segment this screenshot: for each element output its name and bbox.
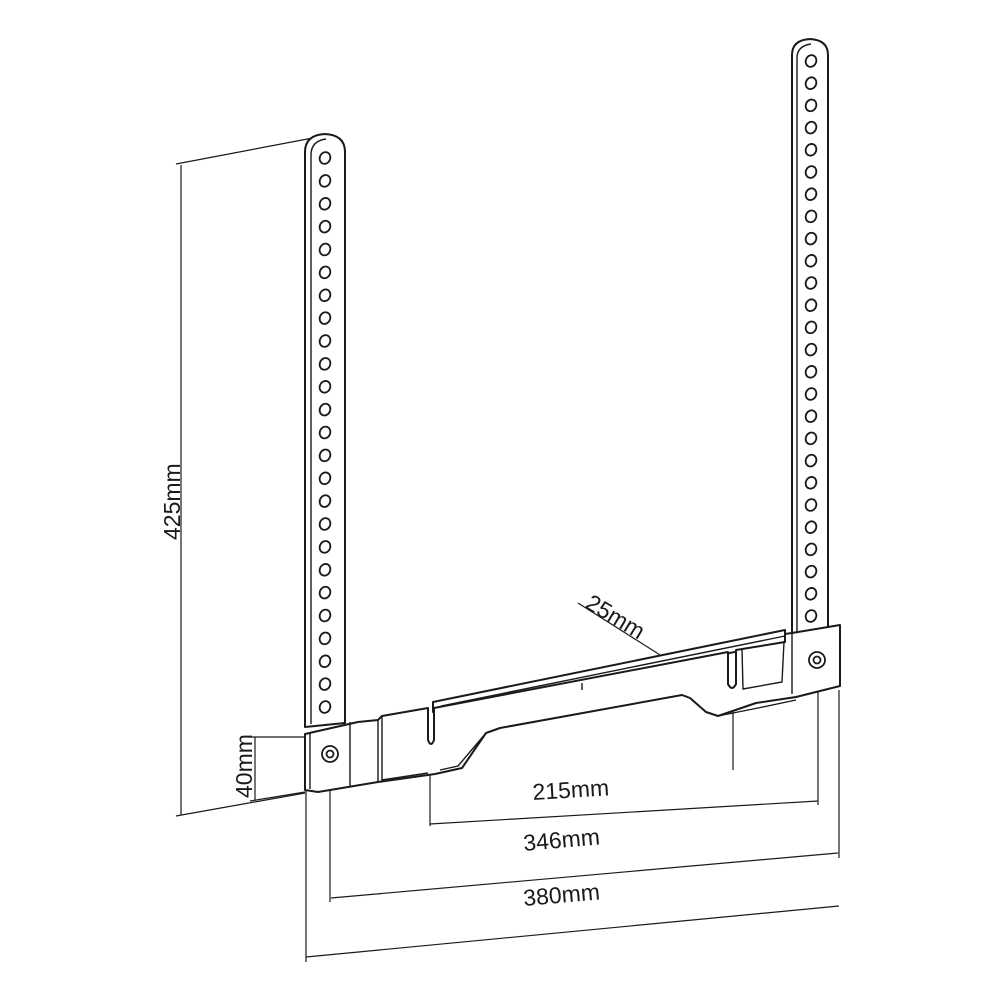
right-arm-hole-13 (804, 320, 818, 335)
dimension-lines (175, 136, 840, 962)
left-arm-hole-18 (318, 540, 332, 554)
depth-label: 25mm (581, 589, 649, 644)
right-arm-hole-19 (804, 453, 818, 468)
right-arm-hole-3 (804, 98, 818, 113)
left-arm-hole-9 (318, 334, 332, 348)
right-arm-hole-6 (804, 165, 818, 179)
left-arm-hole-3 (318, 197, 332, 211)
height-label: 425mm (159, 463, 185, 540)
right-arm-hole-10 (804, 254, 818, 268)
total-width-dimension-line (305, 905, 840, 958)
right-arm-hole-25 (804, 587, 818, 601)
right-arm-hole-26 (804, 609, 818, 623)
left-arm-hole-17 (318, 517, 332, 531)
left-arm-hole-6 (318, 265, 332, 280)
horizontal-bracket-plate (304, 624, 841, 793)
inner-width-dimension-line (429, 800, 819, 825)
left-arm-hole-4 (318, 219, 332, 234)
left-vertical-arm (304, 133, 346, 728)
left-arm-hole-7 (318, 288, 332, 303)
total-width-label: 380mm (522, 878, 601, 911)
right-arm-hole-21 (804, 498, 818, 512)
hole-spacing-dimension-line (330, 852, 839, 899)
right-arm-hole-18 (804, 431, 818, 446)
left-arm-hole-24 (318, 677, 332, 691)
left-arm-hole-8 (318, 311, 332, 325)
right-arm-hole-4 (804, 120, 818, 135)
hole-spacing-label: 346mm (522, 823, 601, 856)
left-arm-hole-12 (318, 402, 332, 417)
left-arm-hole-10 (318, 357, 332, 371)
left-arm-hole-14 (318, 448, 332, 463)
left-arm-hole-15 (318, 471, 332, 486)
left-arm-hole-22 (318, 631, 332, 646)
right-vertical-arm (791, 38, 829, 641)
right-arm-hole-7 (804, 187, 818, 201)
right-arm-hole-11 (804, 276, 818, 290)
right-arm-holes (804, 54, 818, 623)
left-arm-hole-2 (318, 174, 332, 188)
left-arm-hole-20 (318, 585, 332, 600)
left-arm-hole-25 (318, 700, 332, 714)
left-arm-hole-21 (318, 608, 332, 623)
right-arm-hole-16 (804, 387, 818, 401)
inner-width-label: 215mm (532, 774, 610, 805)
right-arm-hole-1 (804, 54, 818, 68)
right-arm-hole-15 (804, 365, 818, 379)
right-arm-hole-2 (804, 76, 818, 90)
left-arm-hole-13 (318, 425, 332, 440)
right-arm-hole-20 (804, 476, 818, 490)
left-arm-hole-19 (318, 563, 332, 577)
left-arm-hole-5 (318, 242, 332, 257)
right-arm-hole-24 (804, 564, 818, 579)
dimension-labels: 425mm 40mm 25mm 215mm 346mm 380mm (159, 463, 650, 911)
left-arm-hole-16 (318, 494, 332, 508)
right-arm-hole-17 (804, 409, 818, 423)
right-arm-hole-14 (804, 342, 818, 357)
right-arm-hole-12 (804, 298, 818, 312)
right-arm-hole-22 (804, 520, 818, 534)
left-arm-holes (318, 151, 332, 714)
right-arm-hole-5 (804, 143, 818, 157)
height-extension-top (175, 136, 319, 165)
right-arm-hole-23 (804, 542, 818, 557)
right-arm-hole-9 (804, 231, 818, 246)
left-arm-hole-1 (318, 151, 332, 165)
left-arm-hole-11 (318, 380, 332, 394)
plate-height-label: 40mm (231, 734, 257, 798)
plate-extension-bottom (249, 791, 306, 802)
left-arm-hole-23 (318, 654, 332, 669)
depth-leader-line (577, 602, 669, 661)
height-extension-bottom (175, 792, 306, 817)
right-arm-hole-8 (804, 209, 818, 224)
